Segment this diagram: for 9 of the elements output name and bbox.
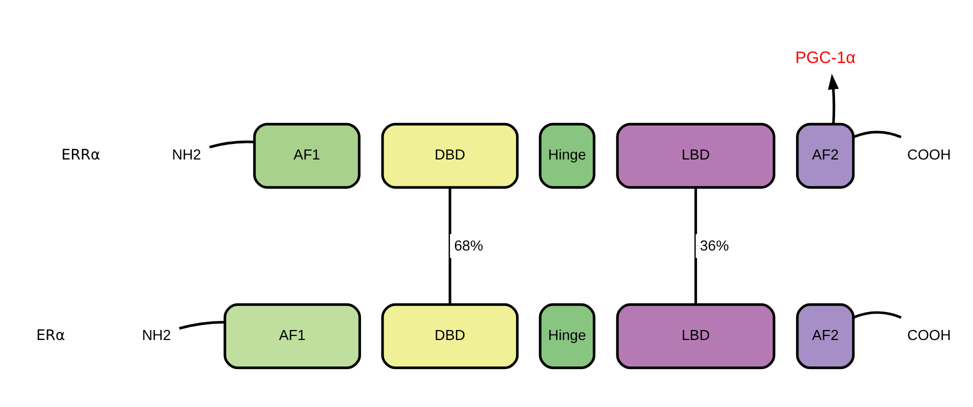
node-text: COOH — [907, 147, 951, 164]
node-text: NH2 — [172, 147, 202, 164]
node-text: PGC-1α — [795, 47, 856, 66]
label: ERRα — [61, 147, 100, 164]
edge-label: 36% — [700, 238, 729, 254]
edge-label: 68% — [454, 238, 484, 254]
label: ERα — [36, 328, 66, 344]
node-text: NH2 — [142, 328, 171, 344]
node-text: COOH — [907, 328, 951, 344]
